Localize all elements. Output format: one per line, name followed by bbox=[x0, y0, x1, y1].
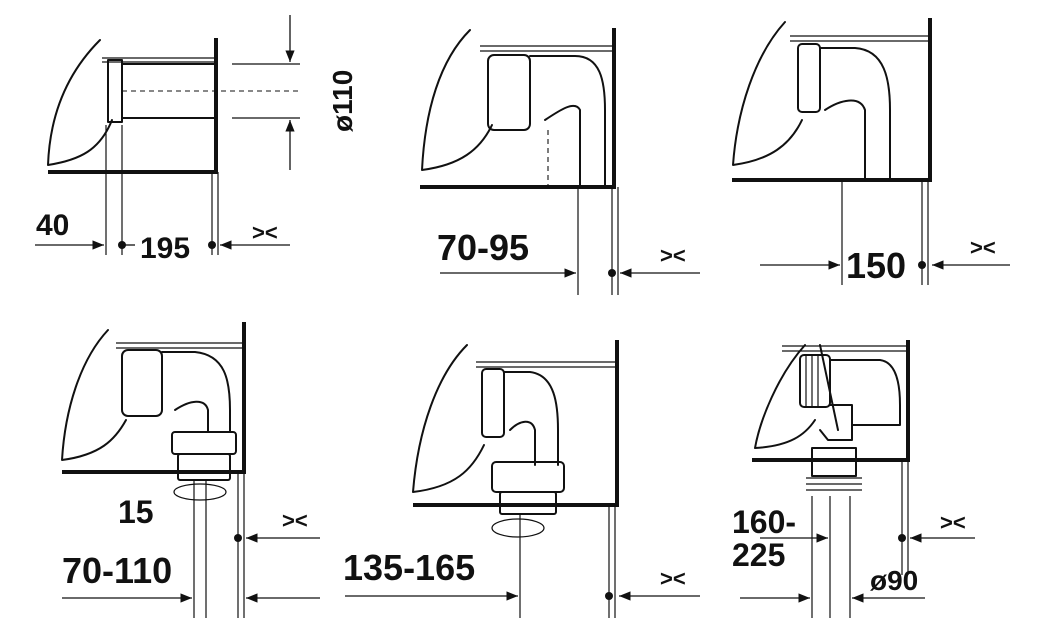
rotation-symbol bbox=[173, 483, 227, 501]
connector-flange bbox=[797, 43, 821, 113]
pipe-bend bbox=[529, 55, 606, 188]
pipe-bend bbox=[503, 371, 559, 466]
pipe-bend bbox=[829, 359, 901, 426]
toilet-bowl bbox=[421, 29, 493, 171]
connector-flange bbox=[799, 354, 831, 408]
toilet-bowl bbox=[412, 344, 485, 493]
dim-label: 40 bbox=[36, 209, 69, 242]
wall-gap-symbol: >< bbox=[970, 235, 996, 260]
wall-gap-symbol: >< bbox=[282, 508, 308, 533]
wall bbox=[48, 38, 218, 174]
dim-label: 160- bbox=[732, 504, 796, 540]
dim-label: 150 bbox=[846, 245, 906, 286]
diameter-label: ø110 bbox=[327, 70, 358, 132]
toilet-bowl bbox=[732, 21, 803, 166]
drain-adapter bbox=[811, 447, 857, 477]
wall-gap-symbol: >< bbox=[252, 220, 278, 245]
panel-1: 40 195 >< ø110 bbox=[35, 15, 358, 265]
wall bbox=[413, 340, 619, 507]
panel-5: 135-165 >< bbox=[343, 340, 700, 618]
dim-label: 70-95 bbox=[437, 227, 529, 268]
pipe-bend bbox=[161, 351, 231, 433]
panel-4: 15 70-110 >< bbox=[61, 322, 320, 618]
panel-3: 150 >< bbox=[732, 18, 1010, 286]
panel-2: 70-95 >< bbox=[420, 28, 700, 295]
toilet-bowl bbox=[754, 344, 816, 449]
toilet-bowl bbox=[61, 329, 127, 461]
diameter-label: ø90 bbox=[870, 565, 918, 596]
panel-6: 160- 225 >< ø90 bbox=[732, 340, 975, 618]
pipe-bend bbox=[819, 47, 891, 181]
floor-sleeve bbox=[491, 461, 565, 493]
connector-flange bbox=[121, 349, 163, 417]
floor-sleeve bbox=[171, 431, 237, 455]
wall bbox=[62, 322, 246, 474]
wall bbox=[732, 18, 932, 182]
wall-gap-symbol: >< bbox=[940, 510, 966, 535]
dim-label: 70-110 bbox=[62, 550, 172, 591]
rotation-symbol bbox=[491, 518, 545, 538]
connector-flange bbox=[481, 368, 505, 438]
wall-gap-symbol: >< bbox=[660, 243, 686, 268]
connector-flange bbox=[107, 59, 123, 123]
toilet-bowl bbox=[47, 39, 113, 166]
dim-label: 225 bbox=[732, 537, 785, 573]
wall bbox=[420, 28, 616, 189]
dim-label: 195 bbox=[140, 232, 190, 265]
connector-flange bbox=[487, 54, 531, 131]
wall-gap-symbol: >< bbox=[660, 566, 686, 591]
dim-label: 15 bbox=[118, 494, 154, 530]
dim-label: 135-165 bbox=[343, 547, 475, 588]
